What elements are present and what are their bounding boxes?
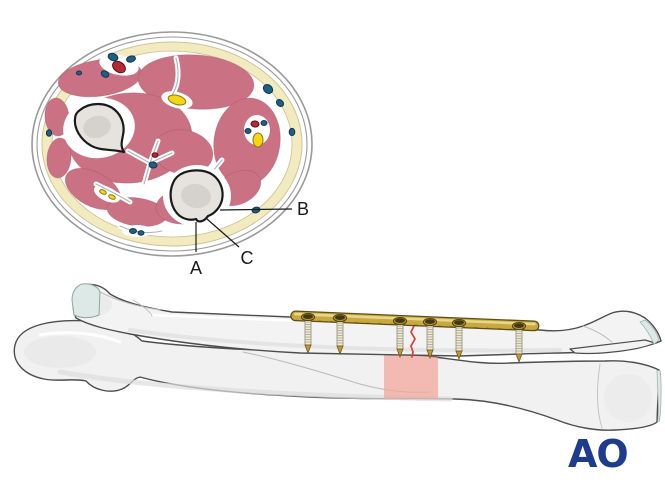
- upper-bone-cartilage-distal: [639, 319, 660, 345]
- bone-pair-illustration: [13, 283, 662, 431]
- limb-cross-section: A B C: [31, 31, 313, 278]
- nerves: [99, 94, 264, 200]
- bone-medulla-lower: [181, 183, 211, 209]
- fracture-line: [410, 325, 416, 358]
- leader-line-c: [206, 218, 240, 248]
- label-b: B: [297, 199, 309, 219]
- label-c: C: [241, 248, 254, 268]
- label-a: A: [190, 258, 202, 278]
- upper-bone-cartilage-proximal: [71, 283, 101, 319]
- lower-bone-cartilage: [656, 369, 662, 423]
- ao-logo: AO: [568, 432, 628, 476]
- fixation-plate: [290, 310, 540, 332]
- veins: [45, 52, 296, 236]
- leader-lines: [195, 208, 293, 252]
- bone-medulla-upper: [83, 115, 111, 139]
- leader-line-b: [219, 208, 293, 211]
- arteries: [112, 60, 260, 158]
- plate-highlight: [294, 312, 536, 326]
- plate-scallop-edge: [295, 319, 536, 332]
